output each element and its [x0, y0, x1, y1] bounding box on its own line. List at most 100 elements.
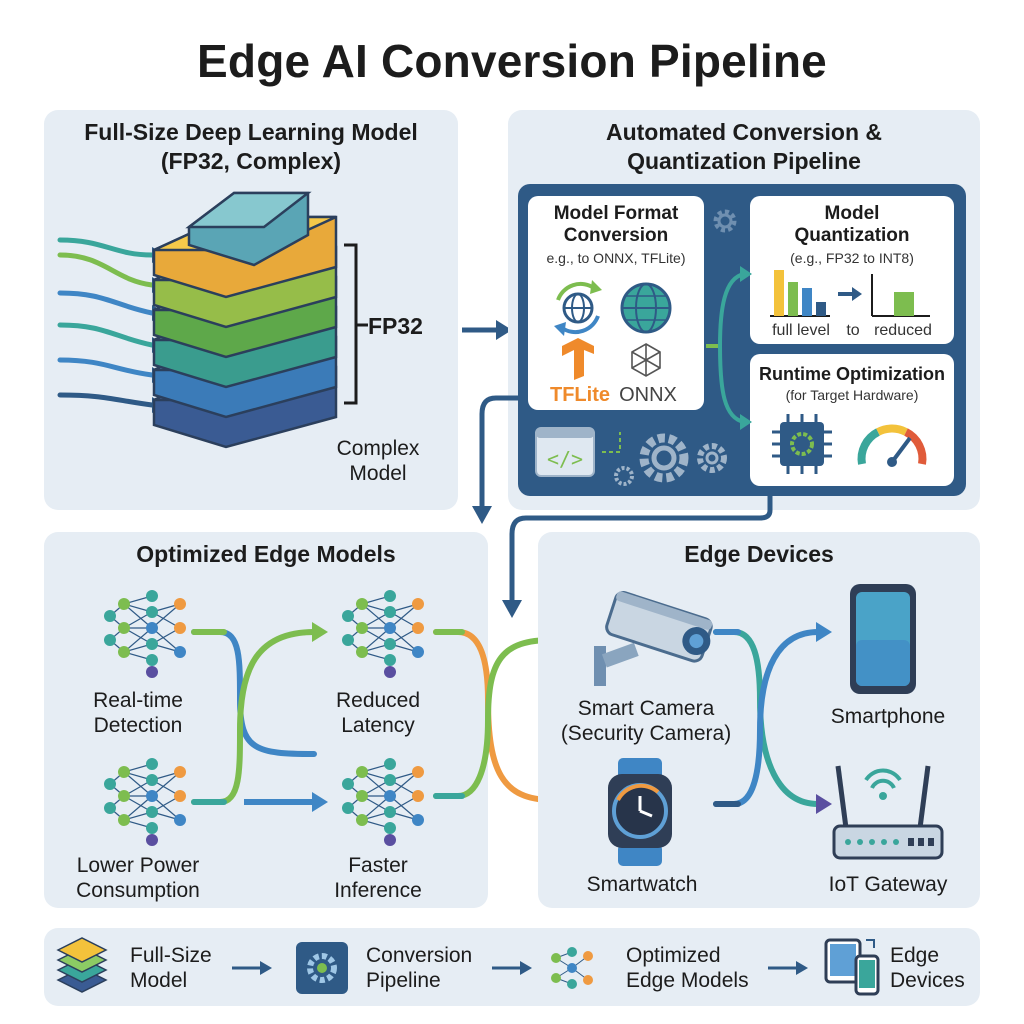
- format-conversion-box: [528, 196, 704, 410]
- fp32-label: FP32: [368, 313, 423, 339]
- quantization-title: Model Quantization: [750, 203, 954, 247]
- pipeline-title-line1: Automated Conversion &: [605, 119, 883, 145]
- onnx-icon: [631, 343, 661, 377]
- optimized-item-2: Reduced Latency: [306, 688, 450, 738]
- gear-icon-large: [639, 433, 689, 483]
- quant-title-line1: Model: [824, 203, 880, 224]
- onnx-label: ONNX: [619, 384, 677, 406]
- legend-pipeline-icon: [296, 942, 348, 994]
- legend-item-4-line1: Edge: [890, 944, 940, 967]
- legend-item-3-line2: Edge Models: [626, 969, 749, 992]
- optimized-item-4: Faster Inference: [306, 853, 450, 903]
- legend-arrow-2: [492, 961, 532, 975]
- arrow-model-to-pipeline: [462, 320, 512, 340]
- format-title-line1: Model Format: [553, 203, 679, 224]
- format-title-line2: Conversion: [563, 225, 669, 246]
- arrow-pipeline-to-optimized: [472, 395, 518, 524]
- optimized-network-icons: [103, 589, 425, 847]
- device-smartphone-label: Smartphone: [830, 705, 946, 728]
- complex-model-line1: Complex: [336, 437, 420, 460]
- legend-item-2-line2: Pipeline: [366, 969, 441, 992]
- device-smartwatch-label: Smartwatch: [586, 873, 698, 896]
- pipeline-title-line2: Quantization Pipeline: [627, 148, 861, 174]
- device-camera-line1: Smart Camera: [577, 697, 715, 720]
- format-icons: [554, 280, 672, 380]
- format-conversion-title: Model Format Conversion: [528, 203, 704, 247]
- full-model-title: Full-Size Deep Learning Model (FP32, Com…: [44, 118, 458, 176]
- optimized-item-1: Real-time Detection: [70, 688, 206, 738]
- quant-axis-right: reduced: [874, 322, 932, 339]
- network-icon-realtime: [103, 589, 187, 679]
- network-icon-power: [103, 757, 187, 847]
- convert-globe-icon: [554, 280, 602, 336]
- device-camera-line2: (Security Camera): [560, 722, 732, 745]
- fp32-bracket: [344, 243, 368, 405]
- device-gateway-label: IoT Gateway: [828, 873, 948, 896]
- smartwatch-icon: [608, 758, 672, 866]
- cross-arrows-left: [191, 629, 317, 805]
- optimized-models-panel: [44, 532, 488, 908]
- pipeline-code-gears: </>: [535, 427, 727, 486]
- chip-icon: [772, 414, 832, 474]
- legend-item-4: Edge Devices: [890, 943, 976, 993]
- gear-icon-small: [713, 209, 737, 233]
- optimized-models-title: Optimized Edge Models: [136, 541, 396, 567]
- legend-icons: [56, 937, 880, 996]
- optimized-item-4-line2: Inference: [334, 879, 422, 902]
- device-icons: [594, 584, 944, 866]
- gear-icon-medium: [697, 443, 727, 473]
- optimized-item-3-line1: Lower Power: [76, 854, 200, 877]
- legend-item-1-line1: Full-Size: [130, 944, 212, 967]
- full-model-title-line1: Full-Size Deep Learning Model: [84, 119, 418, 145]
- legend-item-4-line2: Devices: [890, 969, 965, 992]
- complex-model-label: Complex Model: [318, 436, 438, 486]
- legend-arrow-3: [768, 961, 808, 975]
- globe-icon: [620, 282, 672, 334]
- arrow-pipeline-to-devices: [502, 496, 773, 618]
- network-icon-faster: [341, 757, 425, 847]
- full-model-title-line2: (FP32, Complex): [160, 148, 342, 174]
- gear-icon-tiny: [614, 466, 634, 486]
- quant-axis-left: full level: [772, 322, 830, 339]
- device-camera-label: Smart Camera (Security Camera): [548, 696, 744, 746]
- smartphone-icon: [850, 584, 916, 694]
- legend-item-1-line2: Model: [130, 969, 188, 992]
- legend-item-2-line1: Conversion: [366, 944, 473, 967]
- complex-model-line2: Model: [349, 462, 407, 485]
- svg-text:</>: </>: [547, 447, 583, 471]
- network-icon-latency: [341, 589, 425, 679]
- legend-item-3: Optimized Edge Models: [626, 943, 766, 993]
- code-window-icon: </>: [535, 427, 595, 477]
- quant-title-line2: Quantization: [794, 225, 910, 246]
- legend-item-2: Conversion Pipeline: [366, 943, 492, 993]
- runtime-title: Runtime Optimization: [759, 364, 945, 384]
- full-model-layer-stack: [57, 191, 368, 449]
- speedometer-icon: [857, 424, 927, 467]
- optimized-item-1-line1: Real-time: [93, 689, 183, 712]
- iot-gateway-icon: [832, 765, 944, 860]
- tflite-icon: [562, 338, 594, 380]
- legend-item-3-line1: Optimized: [626, 944, 721, 967]
- optimized-item-1-line2: Detection: [93, 714, 183, 737]
- optimized-item-3: Lower Power Consumption: [56, 853, 220, 903]
- quantization-sub: (e.g., FP32 to INT8): [790, 250, 914, 266]
- optimized-item-3-line2: Consumption: [76, 879, 200, 902]
- quantization-bars: [770, 270, 930, 317]
- pipeline-internal-arrows: [706, 266, 752, 430]
- legend-item-1: Full-Size Model: [130, 943, 250, 993]
- legend-devices-icon: [824, 938, 880, 996]
- pipeline-title: Automated Conversion & Quantization Pipe…: [508, 118, 980, 176]
- tflite-label: TFLite: [550, 384, 610, 406]
- edge-devices-title: Edge Devices: [684, 541, 834, 567]
- legend-arrow-1: [232, 961, 272, 975]
- input-arrows: [57, 237, 155, 408]
- optimized-item-2-line2: Latency: [341, 714, 415, 737]
- runtime-icons: [772, 414, 927, 474]
- layer-top: [185, 191, 312, 267]
- optimized-item-4-line1: Faster: [348, 854, 408, 877]
- quant-axis-mid: to: [846, 322, 860, 339]
- page-title: Edge AI Conversion Pipeline: [197, 35, 827, 87]
- runtime-sub: (for Target Hardware): [785, 387, 919, 403]
- format-conversion-sub: e.g., to ONNX, TFLite): [546, 250, 686, 266]
- security-camera-icon: [594, 591, 713, 686]
